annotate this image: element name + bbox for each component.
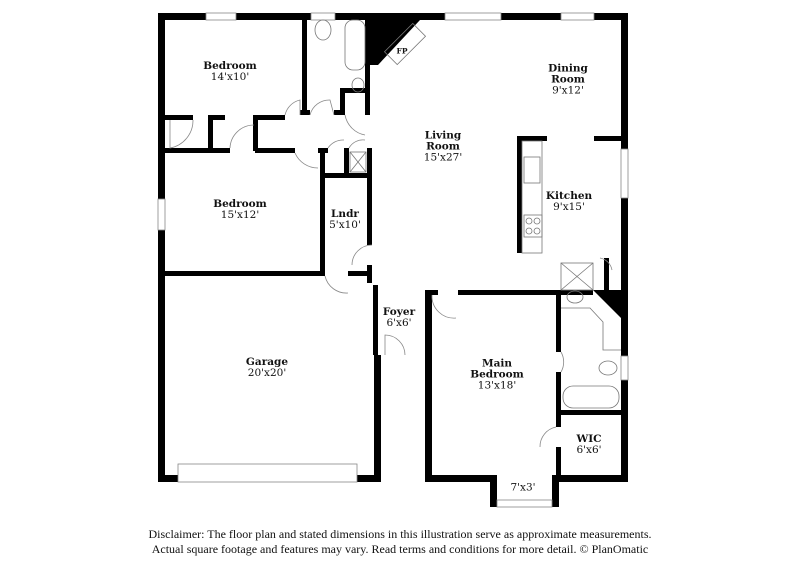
room-name: Bedroom — [203, 60, 257, 72]
room-dimensions: 15'x27' — [423, 151, 463, 164]
room-name: Main — [481, 357, 513, 370]
doors — [169, 99, 613, 448]
room-dimensions: 15'x12' — [220, 209, 260, 221]
fireplace-label: FP — [396, 46, 408, 56]
sink-icon — [351, 77, 365, 93]
disclaimer-line-2: Actual square footage and features may v… — [151, 542, 649, 556]
room-label: 7'x3' — [510, 481, 536, 494]
room-name: Kitchen — [545, 190, 593, 202]
room-dimensions: 6'x6' — [386, 317, 412, 329]
shower-icon — [349, 151, 367, 173]
room-name: Foyer — [382, 306, 416, 318]
room-name: WIC — [576, 433, 602, 445]
room-dimensions: 9'x12' — [552, 84, 584, 97]
room-dimensions: 13'x18' — [477, 379, 517, 392]
room-name: Bedroom — [213, 198, 267, 210]
room-dimensions: 9'x15' — [553, 201, 585, 213]
room-dimensions: 6'x6' — [576, 444, 602, 456]
disclaimer: Disclaimer: The floor plan and stated di… — [0, 527, 800, 557]
room-name: Dining — [548, 62, 588, 75]
fixtures — [314, 19, 621, 409]
room-dimensions: 7'x3' — [510, 481, 536, 494]
bathtub-icon — [344, 19, 366, 71]
room-name: Room — [551, 73, 585, 86]
exterior-walls — [158, 13, 628, 507]
vanity-counter — [561, 307, 621, 351]
master-toilet-icon — [598, 360, 618, 376]
kitchen-counter — [521, 140, 543, 254]
master-sink-icon — [566, 290, 584, 304]
stove-icon — [523, 214, 543, 238]
kitchen-sink-icon — [523, 156, 541, 184]
pantry-icon — [560, 262, 594, 291]
room-name: Room — [426, 140, 460, 153]
room-name: Bedroom — [470, 368, 524, 381]
room-name: Living — [424, 129, 462, 142]
room-dimensions: 5'x10' — [329, 219, 361, 231]
interior-walls — [165, 20, 621, 477]
room-name: Lndr — [331, 208, 359, 220]
disclaimer-line-1: Disclaimer: The floor plan and stated di… — [148, 527, 652, 541]
toilet-icon — [314, 19, 332, 41]
room-name: Garage — [245, 356, 289, 368]
master-tub-icon — [562, 385, 620, 409]
room-dimensions: 20'x20' — [247, 367, 287, 379]
room-dimensions: 14'x10' — [210, 71, 250, 83]
fireplace-icon — [383, 22, 427, 66]
